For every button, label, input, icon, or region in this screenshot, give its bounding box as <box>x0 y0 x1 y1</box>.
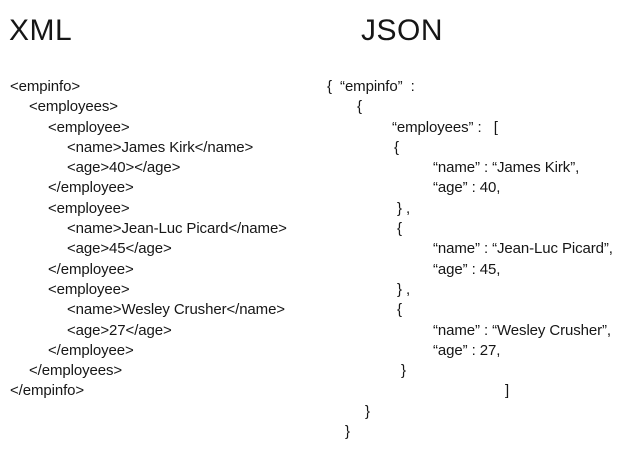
code-line: } <box>365 402 370 420</box>
code-line: </employee> <box>48 179 134 197</box>
code-line: <employee> <box>48 280 130 298</box>
code-line: <empinfo> <box>10 78 80 95</box>
code-line: <employee> <box>48 118 130 136</box>
code-line: } <box>401 362 406 380</box>
json-heading: JSON <box>361 14 444 47</box>
code-line: { <box>397 220 402 238</box>
json-code-block: { “empinfo” : { “employees” : [ { “name” : “… <box>327 77 613 442</box>
code-line: “name” : “Wesley Crusher”, <box>433 321 611 339</box>
code-line: <employees> <box>29 98 118 116</box>
code-line: { <box>394 138 399 156</box>
code-line: { <box>397 301 402 319</box>
code-line: “name” : “James Kirk”, <box>433 159 580 177</box>
code-line: } <box>345 423 350 441</box>
code-line: <name>Jean-Luc Picard</name> <box>67 220 287 238</box>
code-line: <age>27</age> <box>67 321 172 339</box>
code-line: <age>40></age> <box>67 159 181 177</box>
code-line: <name>James Kirk</name> <box>67 138 254 156</box>
code-line: <name>Wesley Crusher</name> <box>67 301 285 319</box>
code-line: “employees” : [ <box>392 118 498 136</box>
code-line: } , <box>397 280 411 298</box>
code-line: </employee> <box>48 260 134 278</box>
code-line: “age” : 40, <box>433 179 501 197</box>
code-line: <employee> <box>48 199 130 217</box>
code-line: “age” : 27, <box>433 341 501 359</box>
code-line: “name” : “Jean-Luc Picard”, <box>433 240 613 258</box>
code-line: { “empinfo” : <box>327 78 415 95</box>
code-line: </employees> <box>29 362 123 380</box>
code-line: ] <box>505 382 510 400</box>
xml-code-block: <empinfo> <employees> <employee> <name>Jame… <box>10 77 287 402</box>
code-line: “age” : 45, <box>433 260 501 278</box>
code-line: <age>45</age> <box>67 240 172 258</box>
xml-heading: XML <box>9 14 73 47</box>
code-line: { <box>357 98 362 116</box>
code-line: </empinfo> <box>10 382 85 400</box>
code-line: } , <box>397 199 411 217</box>
code-line: </employee> <box>48 341 134 359</box>
